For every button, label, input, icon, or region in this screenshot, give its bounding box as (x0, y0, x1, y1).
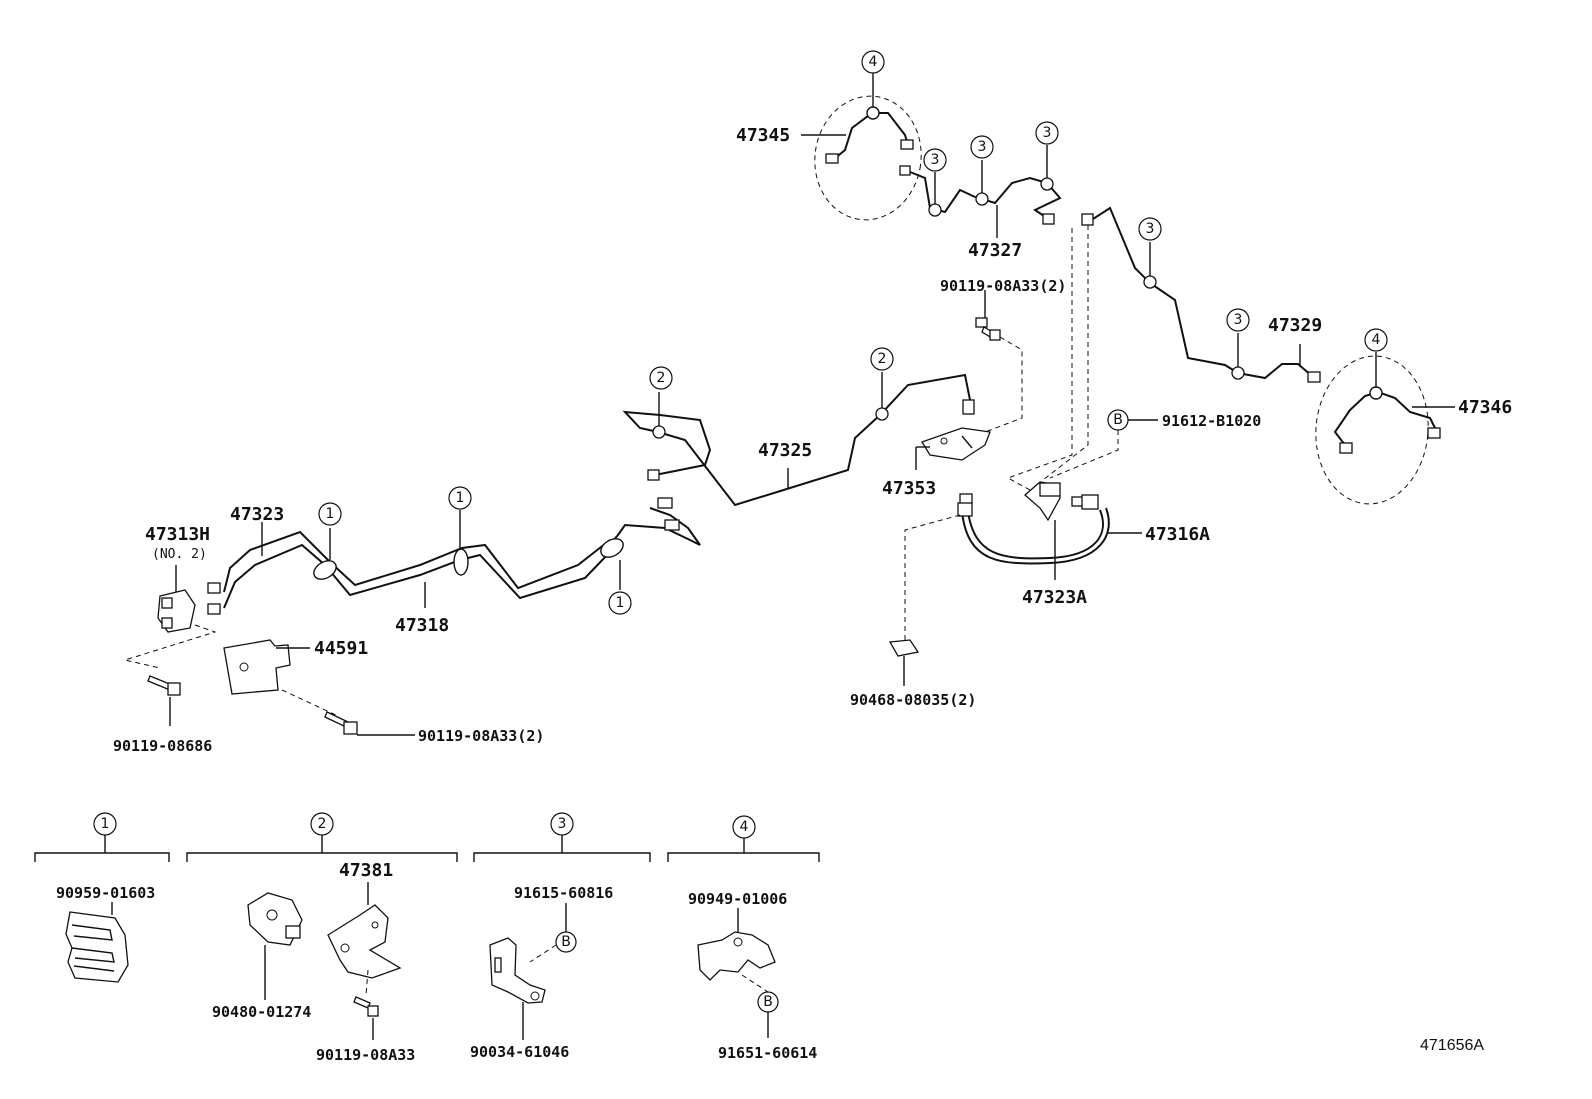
svg-text:2: 2 (657, 370, 666, 386)
part-47353[interactable]: 47353 (882, 478, 936, 499)
legend-part-90034-61046[interactable]: 90034-61046 (470, 1043, 569, 1061)
callout-1-a: 1 (318, 502, 342, 526)
part-47346[interactable]: 47346 (1458, 397, 1512, 418)
svg-text:B: B (1113, 412, 1123, 428)
legend-part-90119-08A33[interactable]: 90119-08A33 (316, 1046, 415, 1064)
part-47327[interactable]: 47327 (968, 240, 1022, 261)
part-47313H[interactable]: 47313H (145, 524, 210, 545)
rear-pipe-47327: 3 3 3 47327 (899, 121, 1062, 261)
svg-text:B: B (561, 934, 571, 950)
legend-part-91651-60614[interactable]: 91651-60614 (718, 1044, 817, 1062)
callout-3-e: 3 (1226, 308, 1250, 332)
callout-2-b: 2 (870, 347, 894, 371)
pipe-47325: 2 2 47325 (622, 347, 975, 507)
part-47316A[interactable]: 47316A (1145, 524, 1210, 545)
svg-text:3: 3 (978, 139, 987, 155)
legend-part-90949-01006[interactable]: 90949-01006 (688, 890, 787, 908)
svg-text:B: B (763, 994, 773, 1010)
svg-text:4: 4 (1372, 332, 1381, 348)
legend-group-3: 3 91615-60816 B 90034-61046 (470, 812, 651, 1061)
svg-text:4: 4 (869, 54, 878, 70)
part-47325[interactable]: 47325 (758, 440, 812, 461)
svg-text:3: 3 (1234, 312, 1243, 328)
svg-text:4: 4 (740, 819, 749, 835)
svg-text:3: 3 (931, 152, 940, 168)
legend-part-91615-60816[interactable]: 91615-60816 (514, 884, 613, 902)
bracket-47323A: 47323A (1022, 481, 1087, 608)
bracket-47381-shape (327, 904, 402, 979)
part-90119-08A33-2-bottom[interactable]: 90119-08A33(2) (418, 727, 544, 745)
svg-text:2: 2 (878, 351, 887, 367)
svg-text:2: 2 (318, 816, 327, 832)
part-47329[interactable]: 47329 (1268, 315, 1322, 336)
clip-90949-01006-shape (697, 931, 776, 981)
rear-pipe-47329: 3 3 47329 (1081, 206, 1322, 383)
legend-group-4: 4 90949-01006 B 91651-60614 (667, 815, 820, 1062)
legend-part-90959-01603[interactable]: 90959-01603 (56, 884, 155, 902)
callout-3-d: 3 (1138, 217, 1162, 241)
svg-text:1: 1 (101, 816, 110, 832)
part-90119-08A33-2-top[interactable]: 90119-08A33(2) (940, 277, 1066, 295)
bolt-90119-08A33-lower: 90119-08A33(2) (324, 711, 544, 745)
callout-1-b: 1 (448, 486, 472, 510)
callout-3-a: 3 (923, 148, 947, 172)
callout-3-b: 3 (970, 135, 994, 159)
figure-reference: 471656A (1420, 1037, 1484, 1054)
legend-part-90480-01274[interactable]: 90480-01274 (212, 1003, 311, 1021)
pipe-47318: 1 1 1 47318 47323 (207, 486, 701, 636)
bolt-90119-08A33-upper: 90119-08A33(2) (940, 277, 1066, 433)
bolt-90119-08686: 90119-08686 (113, 675, 212, 755)
part-47345[interactable]: 47345 (736, 125, 790, 146)
clip-90468-08035: 90468-08035(2) (850, 514, 976, 709)
part-47318[interactable]: 47318 (395, 615, 449, 636)
callout-3-c: 3 (1035, 121, 1059, 145)
rear-left-line-group: 4 47345 (736, 50, 922, 221)
clamp-90959-01603-shape (65, 911, 129, 983)
svg-text:1: 1 (616, 595, 625, 611)
part-47313H-sub: (NO. 2) (152, 547, 207, 562)
svg-text:3: 3 (1043, 125, 1052, 141)
bracket-47353: 47353 (882, 427, 991, 499)
svg-text:3: 3 (558, 816, 567, 832)
hose-47316A: 47316A (957, 493, 1210, 565)
svg-text:3: 3 (1146, 221, 1155, 237)
bracket-44591: 44591 (223, 638, 368, 717)
rear-right-line-group: 4 47346 (1315, 328, 1512, 505)
bolt-90119-08A33-legend (353, 996, 379, 1017)
callout-2-a: 2 (649, 366, 673, 390)
part-91612-B1020[interactable]: 91612-B1020 (1162, 412, 1261, 430)
svg-text:1: 1 (326, 506, 335, 522)
legend-group-1: 1 90959-01603 (34, 812, 170, 983)
clamp-90034-61046-shape (489, 937, 546, 1004)
part-47323[interactable]: 47323 (230, 504, 284, 525)
callout-1-c: 1 (608, 591, 632, 615)
part-47323A[interactable]: 47323A (1022, 587, 1087, 608)
part-44591[interactable]: 44591 (314, 638, 368, 659)
legend-part-47381[interactable]: 47381 (339, 860, 393, 881)
legend-group-2: 2 47381 90480-01274 90119-08A33 (186, 812, 458, 1064)
callout-B-top: B 91612-B1020 (1049, 409, 1261, 479)
svg-text:1: 1 (456, 490, 465, 506)
clip-90480-01274-shape (247, 892, 303, 946)
junction-47313H: 47313H (NO. 2) (123, 524, 217, 669)
callout-4-top: 4 (861, 50, 885, 74)
part-90468-08035-2[interactable]: 90468-08035(2) (850, 691, 976, 709)
part-90119-08686[interactable]: 90119-08686 (113, 737, 212, 755)
callout-4-right: 4 (1364, 328, 1388, 352)
